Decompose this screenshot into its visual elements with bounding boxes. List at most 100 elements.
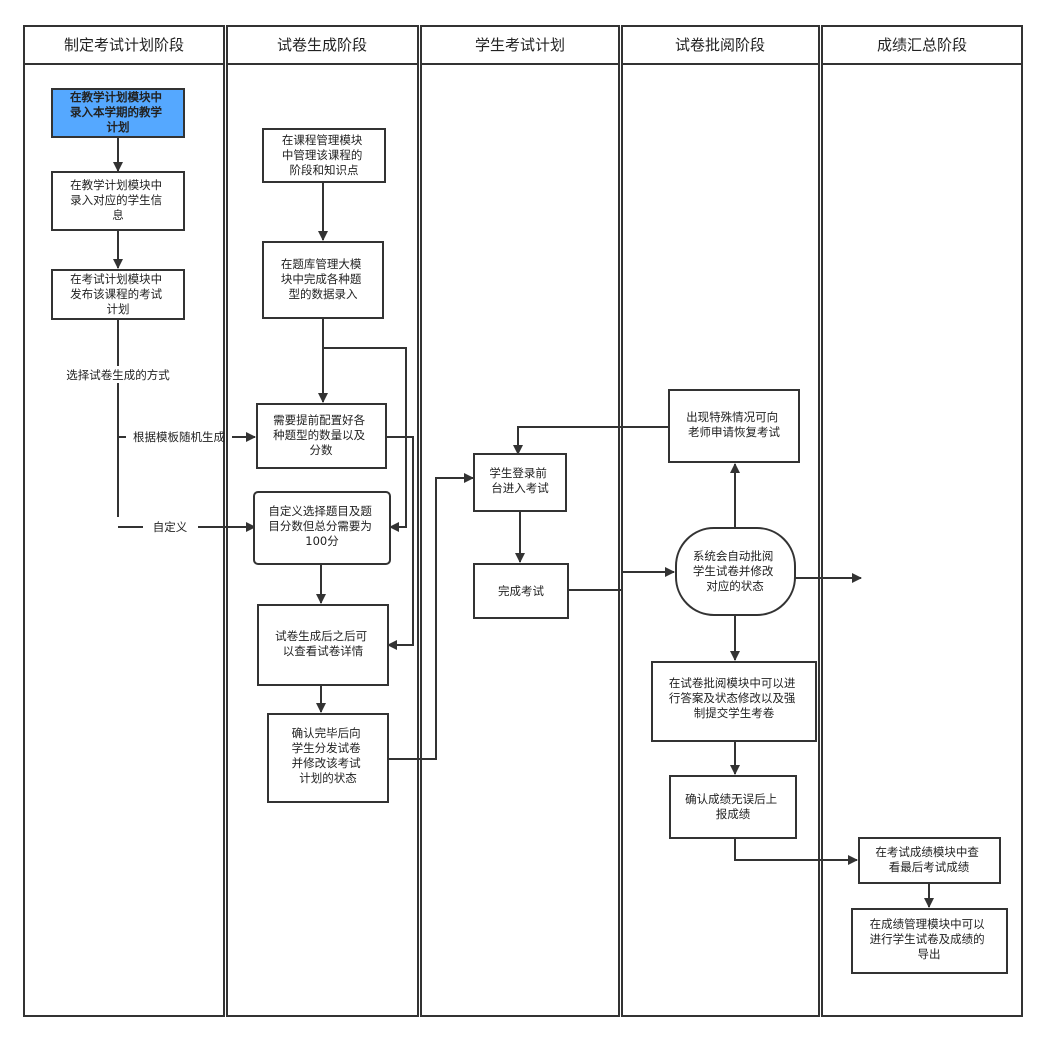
node-text-line: 报成绩 [716, 807, 751, 821]
node-text-line: 学生试卷并修改 [693, 564, 774, 578]
node-text-line: 种题型的数量以及 [273, 428, 365, 442]
node-report-grades: 确认成绩无误后上 报成绩 [669, 775, 797, 839]
node-enter-student-info: 在教学计划模块中 录入对应的学生信 息 [51, 171, 185, 231]
lane-review [621, 25, 820, 1017]
node-view-paper-details: 试卷生成后之后可 以查看试卷详情 [257, 604, 389, 686]
lane-grade [821, 25, 1023, 1017]
node-request-restore-exam: 出现特殊情况可向 老师申请恢复考试 [668, 389, 800, 463]
node-text-line: 进行学生试卷及成绩的 [870, 932, 985, 946]
node-text-line: 以查看试卷详情 [283, 644, 364, 658]
lane-exam [420, 25, 620, 1017]
node-text-line: 台进入考试 [491, 481, 549, 495]
svg-text:在考试计划模块中 发布该课程的考试: 在考试计划模块中 发布该课程的考试 计划 [70, 272, 166, 316]
node-text-line: 目分数但总分需要为 [268, 519, 372, 533]
svg-text:系统会自动批阅 学生试卷并修改 对应: 系统会自动批阅 学生试卷并修改 对应的状态 [693, 549, 777, 593]
svg-text:在题库管理大模 块中完成各种题 型的: 在题库管理大模 块中完成各种题 型的数据录入 [281, 257, 365, 301]
node-text-line: 制提交学生考卷 [694, 706, 775, 720]
node-text-line: 系统会自动批阅 [693, 549, 774, 563]
node-text-line: 在试卷批阅模块中可以进 [669, 676, 796, 690]
lane-paper [226, 25, 419, 1017]
node-course-management: 在课程管理模块 中管理该课程的 阶段和知识点 [262, 128, 386, 183]
svg-text:需要提前配置好各 种题型的数量以及: 需要提前配置好各 种题型的数量以及 分数 [273, 413, 369, 457]
arrow-connector [386, 436, 414, 650]
node-text-line: 中管理该课程的 [282, 148, 363, 162]
node-text-line: 在题库管理大模 [281, 257, 362, 271]
node-text-line: 在成绩管理模块中可以 [870, 917, 985, 931]
node-text-line: 并修改该考试 [292, 756, 361, 770]
node-text-line: 计划 [107, 302, 130, 316]
lane-title: 制定考试计划阶段 [64, 36, 184, 54]
node-text-line: 息 [112, 208, 124, 222]
node-question-bank: 在题库管理大模 块中完成各种题 型的数据录入 [262, 241, 384, 319]
svg-text:自定义选择题目及题 目分数但总分需要为: 自定义选择题目及题 目分数但总分需要为 100分 [268, 504, 375, 548]
node-enter-teaching-plan: 在教学计划模块中 录入本学期的教学 计划 [51, 88, 185, 138]
node-text-line: 对应的状态 [706, 579, 764, 593]
connectors [113, 137, 934, 908]
svg-text:学生登录前 台进入考试: 学生登录前 台进入考试 [489, 466, 550, 495]
node-view-final-grades: 在考试成绩模块中查 看最后考试成绩 [858, 837, 1001, 884]
node-text-line: 在课程管理模块 [282, 133, 363, 147]
lane-title: 试卷生成阶段 [277, 36, 367, 54]
node-configure-question-types: 需要提前配置好各 种题型的数量以及 分数 [256, 403, 387, 469]
node-export-grades: 在成绩管理模块中可以 进行学生试卷及成绩的 导出 [851, 908, 1008, 974]
node-text-line: 行答案及状态修改以及强 [669, 691, 796, 705]
node-custom-questions: 自定义选择题目及题 目分数但总分需要为 100分 [253, 491, 391, 565]
arrow-connector [513, 426, 669, 455]
svg-text:在教学计划模块中 录入本学期的教学: 在教学计划模块中 录入本学期的教学 计划 [70, 90, 166, 134]
lane-title: 学生考试计划 [475, 36, 565, 54]
node-auto-grading: 系统会自动批阅 学生试卷并修改 对应的状态 [675, 527, 796, 616]
node-text-line: 阶段和知识点 [290, 163, 359, 177]
node-text-line: 型的数据录入 [289, 287, 358, 301]
svg-text:确认完毕后向 学生分发试卷 并修改该: 确认完毕后向 学生分发试卷 并修改该考试 计划的状态 [292, 726, 365, 785]
node-text-line: 录入对应的学生信 [70, 193, 162, 207]
lane-title: 试卷批阅阶段 [675, 36, 765, 54]
node-text-line: 确认完毕后向 [292, 726, 361, 740]
edge-label-choose: 选择试卷生成的方式 [66, 368, 170, 382]
node-text-line: 在考试计划模块中 [70, 272, 162, 286]
arrow-connector [734, 838, 858, 865]
node-text-line: 自定义选择题目及题 [268, 504, 372, 518]
svg-text:在试卷批阅模块中可以进 行答案及状态修改以及强: 在试卷批阅模块中可以进 行答案及状态修改以及强 制提交学生考卷 [669, 676, 799, 720]
edge-label-custom: 自定义 [153, 520, 188, 534]
node-text-line: 在考试成绩模块中查 [875, 845, 979, 859]
svg-text:在考试成绩模块中查 看最后考试成绩: 在考试成绩模块中查 看最后考试成绩 [875, 845, 982, 874]
svg-text:出现特殊情况可向 老师申请恢复考试: 出现特殊情况可向 老师申请恢复考试 [686, 410, 782, 439]
swimlanes: 制定考试计划阶段 试卷生成阶段 学生考试计划 试卷批阅阶段 成绩汇总阶段 [23, 25, 1023, 1017]
lane-title: 成绩汇总阶段 [877, 36, 967, 54]
node-text-line: 块中完成各种题 [281, 272, 362, 286]
node-text-line: 100分 [305, 534, 339, 548]
node-text-line: 出现特殊情况可向 [686, 410, 778, 424]
svg-text:试卷生成后之后可 以查看试卷详情: 试卷生成后之后可 以查看试卷详情 [275, 629, 371, 658]
node-text-line: 看最后考试成绩 [889, 860, 970, 874]
arrow-connector [388, 473, 474, 760]
svg-text:完成考试: 完成考试 [498, 584, 544, 598]
node-distribute-paper: 确认完毕后向 学生分发试卷 并修改该考试 计划的状态 [267, 713, 389, 803]
node-text-line: 学生分发试卷 [292, 741, 361, 755]
node-publish-exam-plan: 在考试计划模块中 发布该课程的考试 计划 [51, 269, 185, 320]
svg-text:在成绩管理模块中可以 进行学生试卷及成绩的: 在成绩管理模块中可以 进行学生试卷及成绩的 导出 [870, 917, 989, 961]
node-text-line: 发布该课程的考试 [70, 287, 162, 301]
svg-text:确认成绩无误后上 报成绩: 确认成绩无误后上 报成绩 [685, 792, 781, 821]
node-text-line: 试卷生成后之后可 [275, 629, 367, 643]
arrow-connector [568, 567, 675, 591]
node-text-line: 学生登录前 [489, 466, 547, 480]
node-text-line: 在教学计划模块中 [70, 90, 162, 104]
node-text-line: 确认成绩无误后上 [685, 792, 777, 806]
node-text-line: 需要提前配置好各 [273, 413, 365, 427]
node-manual-review: 在试卷批阅模块中可以进 行答案及状态修改以及强 制提交学生考卷 [651, 661, 817, 742]
node-finish-exam: 完成考试 [473, 563, 569, 619]
node-text-line: 计划 [107, 120, 130, 134]
node-student-login: 学生登录前 台进入考试 [473, 453, 567, 512]
node-text-line: 导出 [918, 947, 941, 961]
node-text-line: 分数 [310, 443, 333, 457]
edge-label-template: 根据模板随机生成 [133, 430, 225, 444]
svg-text:在课程管理模块 中管理该课程的 阶段: 在课程管理模块 中管理该课程的 阶段和知识点 [282, 133, 366, 177]
svg-text:在教学计划模块中 录入对应的学生信: 在教学计划模块中 录入对应的学生信 息 [70, 178, 166, 222]
node-text-line: 在教学计划模块中 [70, 178, 162, 192]
node-text-line: 老师申请恢复考试 [688, 425, 780, 439]
lane-plan [23, 25, 225, 1017]
node-text-line: 计划的状态 [299, 771, 357, 785]
node-text-line: 录入本学期的教学 [70, 105, 162, 119]
node-text-line: 完成考试 [498, 584, 544, 598]
